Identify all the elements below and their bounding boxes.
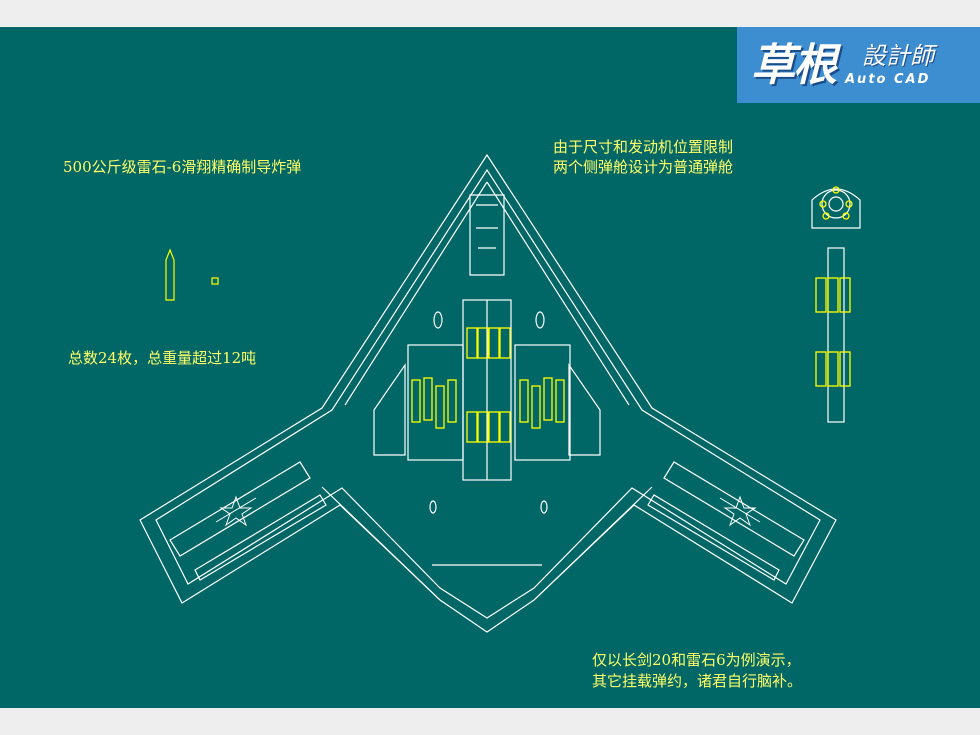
central-munitions-bottom [466,411,511,443]
wing-inner-outline [155,168,821,619]
right-side-bay [514,344,571,461]
left-elevon-2 [194,494,327,581]
nose-hatch [469,194,505,276]
logo-sub-text: 設計師 [862,42,934,70]
weapon-name-label: 500公斤级雷石-6滑翔精确制导炸弹 [63,158,302,176]
total-count-label: 总数24枚，总重量超过12吨 [68,349,257,367]
logo-main-text: 草根 [751,40,837,91]
right-elevon [663,461,805,557]
side-rack-munitions-bottom [815,351,851,387]
right-intake [568,363,601,456]
central-munitions-top [466,327,511,359]
demo-note-1: 仅以长剑20和雷石6为例演示， [592,651,801,669]
trailing-edge-line [321,486,653,601]
leading-edge-line [344,181,630,406]
right-star-insignia [723,495,757,527]
left-intake [373,363,406,456]
logo-tag-text: Auto CAD [845,72,931,87]
bay-section-top [811,188,861,229]
left-star-insignia [219,495,253,527]
right-elevon-2 [647,494,780,581]
rocket-icon [165,248,175,301]
side-rack-munitions-top [815,277,851,313]
cad-drawing-area [0,27,980,708]
left-side-bay [407,344,464,461]
wing-outline [139,153,837,633]
side-bay-rack [827,247,845,423]
side-bay-note-2: 两个侧弹舱设计为普通弹舱 [553,158,734,176]
left-bay-munitions [411,377,457,429]
nose-hatch-detail [476,204,498,249]
demo-note-2: 其它挂载弹约，诸君自行脑补。 [592,672,803,690]
section-munition [832,186,840,194]
right-bay-munitions [519,377,565,429]
left-elevon [169,461,311,557]
side-bay-note-1: 由于尺寸和发动机位置限制 [553,138,734,156]
brand-logo: 草根 設計師 Auto CAD [737,27,980,103]
